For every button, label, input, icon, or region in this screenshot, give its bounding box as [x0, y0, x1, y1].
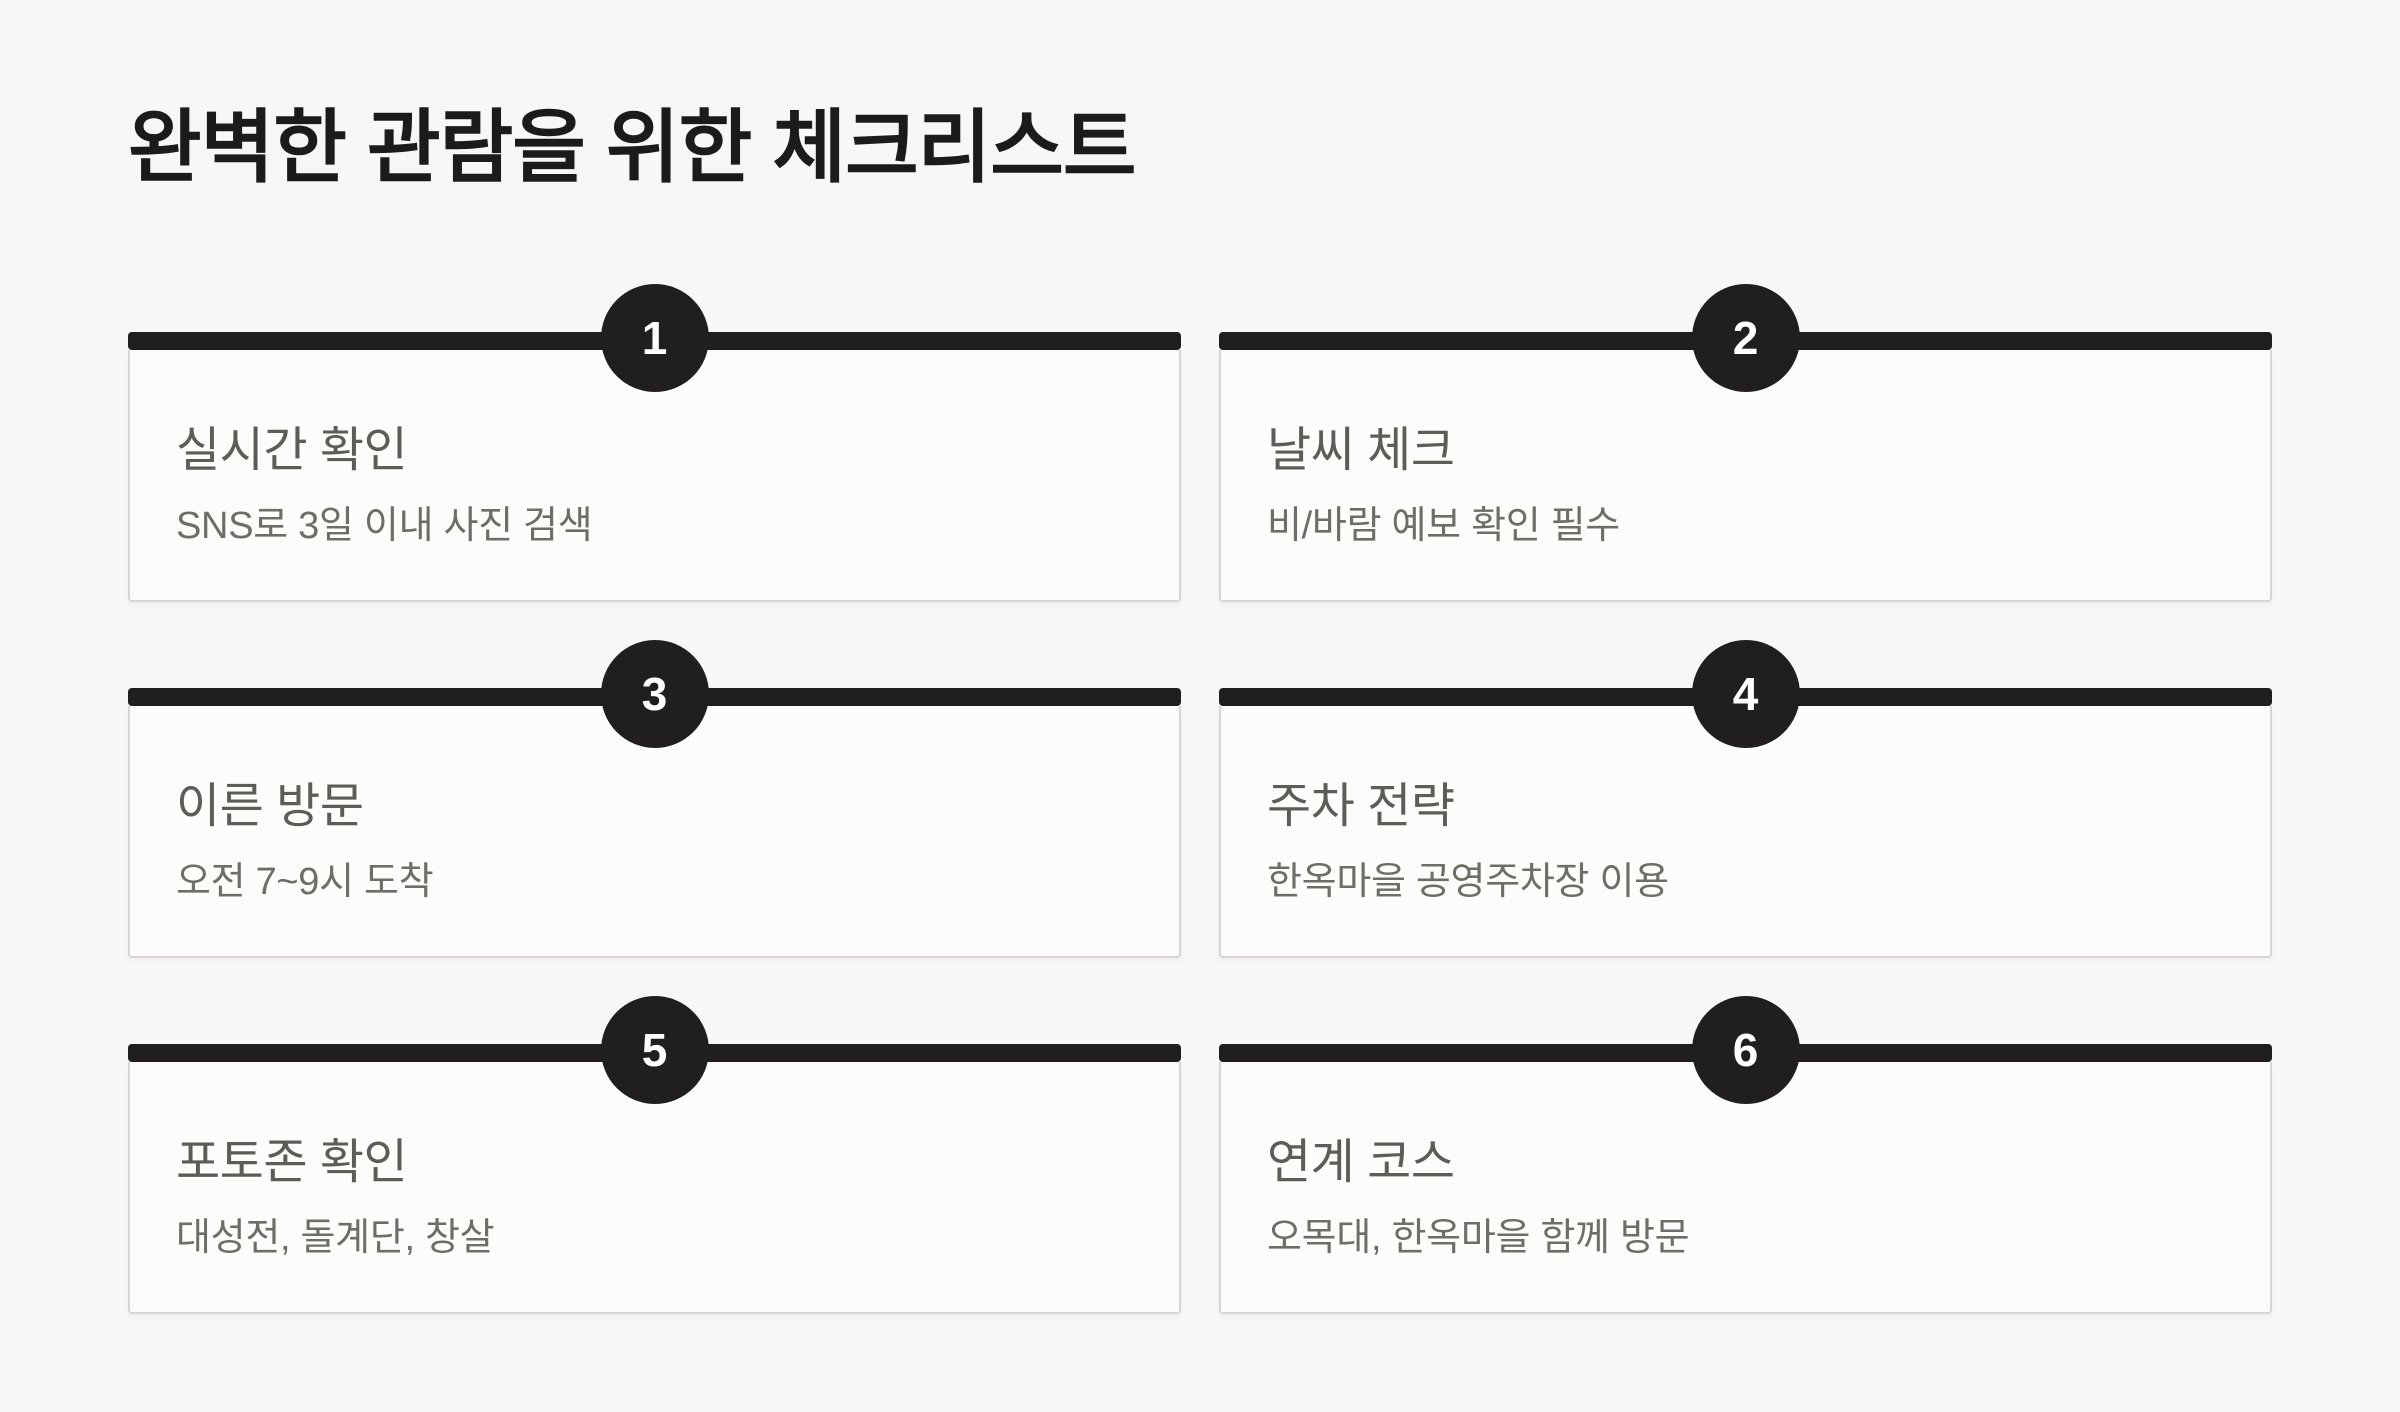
card-description: 오전 7~9시 도착: [176, 860, 434, 903]
card-body: 연계 코스 오목대, 한옥마을 함께 방문: [1219, 1062, 2272, 1314]
checklist-grid: 1 실시간 확인 SNS로 3일 이내 사진 검색 2 날씨 체크 비/바람 예…: [128, 284, 2272, 1314]
step-number-badge: 4: [1691, 640, 1800, 748]
card-body: 이른 방문 오전 7~9시 도착: [128, 706, 1181, 958]
card-title: 연계 코스: [1267, 1136, 1455, 1189]
step-number-badge: 5: [600, 996, 709, 1104]
card-body: 실시간 확인 SNS로 3일 이내 사진 검색: [128, 350, 1181, 602]
step-number-badge: 1: [600, 284, 709, 392]
checklist-card-4: 4 주차 전략 한옥마을 공영주차장 이용: [1219, 640, 2272, 958]
checklist-card-3: 3 이른 방문 오전 7~9시 도착: [128, 640, 1181, 958]
checklist-card-5: 5 포토존 확인 대성전, 돌계단, 창살: [128, 996, 1181, 1314]
card-title: 포토존 확인: [176, 1136, 408, 1189]
card-description: SNS로 3일 이내 사진 검색: [176, 504, 593, 547]
card-title: 이른 방문: [176, 780, 364, 833]
card-body: 포토존 확인 대성전, 돌계단, 창살: [128, 1062, 1181, 1314]
checklist-card-2: 2 날씨 체크 비/바람 예보 확인 필수: [1219, 284, 2272, 602]
card-description: 대성전, 돌계단, 창살: [176, 1216, 495, 1259]
step-number-badge: 3: [600, 640, 709, 748]
card-title: 날씨 체크: [1267, 424, 1455, 477]
card-body: 주차 전략 한옥마을 공영주차장 이용: [1219, 706, 2272, 958]
card-description: 오목대, 한옥마을 함께 방문: [1267, 1216, 1690, 1259]
card-description: 한옥마을 공영주차장 이용: [1267, 860, 1669, 903]
step-number-badge: 6: [1691, 996, 1800, 1104]
checklist-card-6: 6 연계 코스 오목대, 한옥마을 함께 방문: [1219, 996, 2272, 1314]
checklist-card-1: 1 실시간 확인 SNS로 3일 이내 사진 검색: [128, 284, 1181, 602]
card-description: 비/바람 예보 확인 필수: [1267, 504, 1620, 547]
card-title: 주차 전략: [1267, 780, 1455, 833]
step-number-badge: 2: [1691, 284, 1800, 392]
page-title: 완벽한 관람을 위한 체크리스트: [128, 103, 1136, 192]
card-title: 실시간 확인: [176, 424, 408, 477]
card-body: 날씨 체크 비/바람 예보 확인 필수: [1219, 350, 2272, 602]
